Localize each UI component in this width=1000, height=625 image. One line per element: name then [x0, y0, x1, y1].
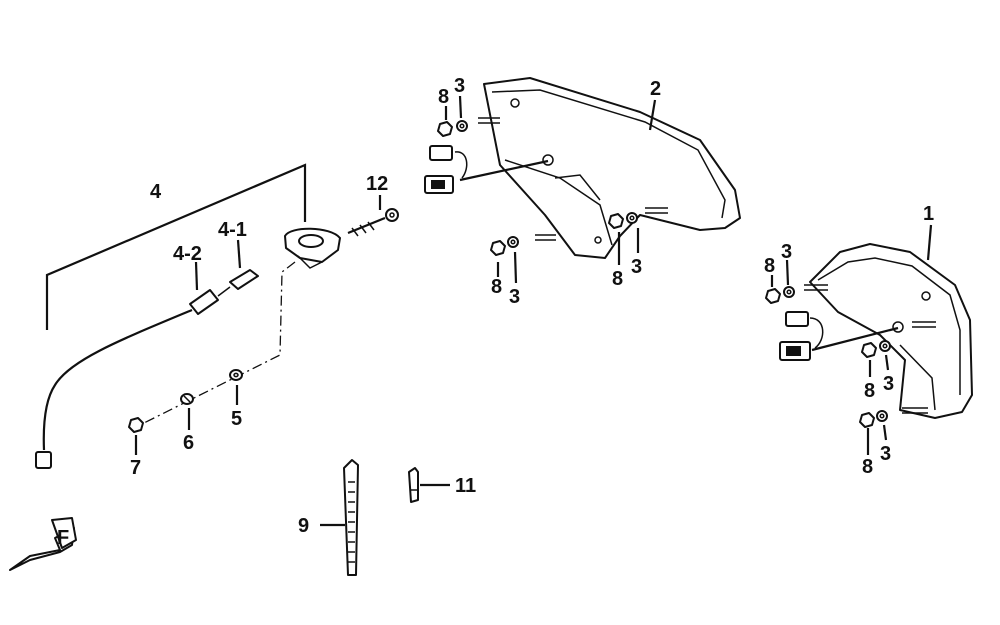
- callout-8: 8: [491, 276, 502, 298]
- callout-6: 6: [183, 432, 194, 454]
- nuts-and-washers: [437, 120, 891, 428]
- callout-4: 4: [150, 181, 162, 203]
- leader-lines: [134, 95, 933, 527]
- part-2-lamp-upper: [478, 77, 741, 259]
- callout-11: 11: [455, 475, 476, 497]
- connector-icon: [429, 145, 453, 161]
- callout-8: 8: [864, 380, 875, 402]
- callout-1: 1: [923, 203, 934, 225]
- part-12-bolt: [347, 208, 399, 237]
- front-direction-arrow-icon: F: [9, 517, 77, 571]
- callout-8: 8: [612, 268, 623, 290]
- callout-5: 5: [231, 408, 242, 430]
- callout-4-1: 4-1: [218, 219, 247, 241]
- front-marker-letter: F: [57, 527, 69, 549]
- callout-7: 7: [130, 457, 141, 479]
- part-9-cable-tie: [343, 459, 359, 576]
- callout-3: 3: [509, 286, 520, 308]
- callout-8: 8: [764, 255, 775, 277]
- callout-8: 8: [862, 456, 873, 478]
- small-fasteners: [128, 369, 243, 433]
- callout-3: 3: [883, 373, 894, 395]
- part-11-clip: [408, 467, 419, 503]
- callout-labels: 1 2 8 3 8 3 8 3 8 3 8 3 8 3 4 4-1 4-2 5 …: [130, 75, 934, 537]
- part-5-washer: [229, 369, 243, 381]
- assembly-centerline: [139, 261, 296, 426]
- part-4-bracket-line: [45, 163, 307, 330]
- callout-2: 2: [650, 78, 661, 100]
- part-1-wiring: [779, 311, 904, 361]
- callout-8: 8: [438, 86, 449, 108]
- part-2-wiring: [424, 145, 554, 194]
- callout-4-2: 4-2: [173, 243, 202, 265]
- callout-3: 3: [454, 75, 465, 97]
- part-7-nut: [128, 417, 144, 433]
- callout-3: 3: [781, 241, 792, 263]
- part-4-1-socket: [229, 269, 259, 290]
- part-4-license-lamp: [35, 227, 341, 469]
- part-4-2-grommet: [189, 289, 219, 315]
- connector-icon: [35, 451, 52, 469]
- callout-3: 3: [631, 256, 642, 278]
- part-1-lamp-right: [804, 243, 973, 419]
- connector-icon: [785, 311, 809, 327]
- callout-3: 3: [880, 443, 891, 465]
- callout-9: 9: [298, 515, 309, 537]
- callout-12: 12: [366, 173, 388, 195]
